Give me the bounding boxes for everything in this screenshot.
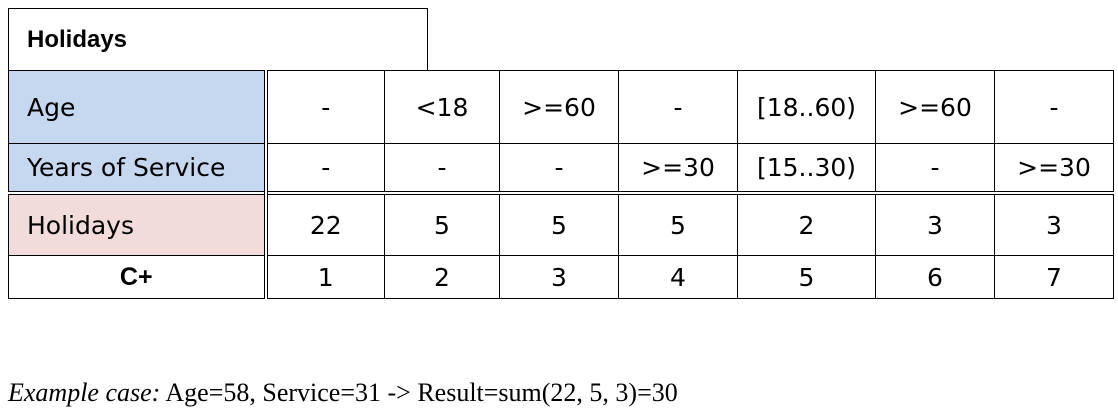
table-cell: 3 bbox=[499, 255, 619, 299]
table-cell: >=30 bbox=[618, 143, 738, 194]
table-cell: 5 bbox=[384, 191, 500, 256]
row-label-holidays: Holidays bbox=[8, 191, 268, 256]
row-label-age: Age bbox=[8, 70, 268, 144]
table-cell: >=60 bbox=[499, 70, 619, 144]
table-cell: 7 bbox=[994, 255, 1114, 299]
table-cell: 2 bbox=[384, 255, 500, 299]
table-cell: >=30 bbox=[994, 143, 1114, 194]
table-cell: 3 bbox=[994, 191, 1114, 256]
table-cell: - bbox=[875, 143, 995, 194]
table-title: Holidays bbox=[8, 8, 428, 70]
table-cell: - bbox=[384, 143, 500, 194]
table-row-age: Age - <18 >=60 - [18..60) >=60 - bbox=[8, 70, 1114, 144]
caption-text: Age=58, Service=31 -> Result=sum(22, 5, … bbox=[160, 378, 678, 407]
row-label-c-plus: C+ bbox=[8, 255, 268, 299]
table-cell: 22 bbox=[265, 191, 385, 256]
table-cell: 4 bbox=[618, 255, 738, 299]
table-cell: - bbox=[499, 143, 619, 194]
table-cell: 5 bbox=[499, 191, 619, 256]
table-cell: - bbox=[618, 70, 738, 144]
table-cell: 6 bbox=[875, 255, 995, 299]
table-cell: <18 bbox=[384, 70, 500, 144]
table-cell: 5 bbox=[737, 255, 876, 299]
table-row-c-plus: C+ 1 2 3 4 5 6 7 bbox=[8, 255, 1114, 299]
table-row-holidays: Holidays 22 5 5 5 2 3 3 bbox=[8, 191, 1114, 256]
table-cell: >=60 bbox=[875, 70, 995, 144]
table-cell: [15..30) bbox=[737, 143, 876, 194]
table-cell: 1 bbox=[265, 255, 385, 299]
table-cell: [18..60) bbox=[737, 70, 876, 144]
table-cell: 5 bbox=[618, 191, 738, 256]
table-cell: 2 bbox=[737, 191, 876, 256]
caption-prefix: Example case: bbox=[8, 378, 161, 407]
decision-table: Age - <18 >=60 - [18..60) >=60 - Years o… bbox=[8, 70, 1114, 299]
table-row-years-of-service: Years of Service - - - >=30 [15..30) - >… bbox=[8, 143, 1114, 194]
table-cell: - bbox=[994, 70, 1114, 144]
example-caption: Example case: Age=58, Service=31 -> Resu… bbox=[8, 378, 678, 408]
row-label-years-of-service: Years of Service bbox=[8, 143, 268, 194]
table-cell: - bbox=[265, 143, 385, 194]
table-cell: - bbox=[265, 70, 385, 144]
table-cell: 3 bbox=[875, 191, 995, 256]
